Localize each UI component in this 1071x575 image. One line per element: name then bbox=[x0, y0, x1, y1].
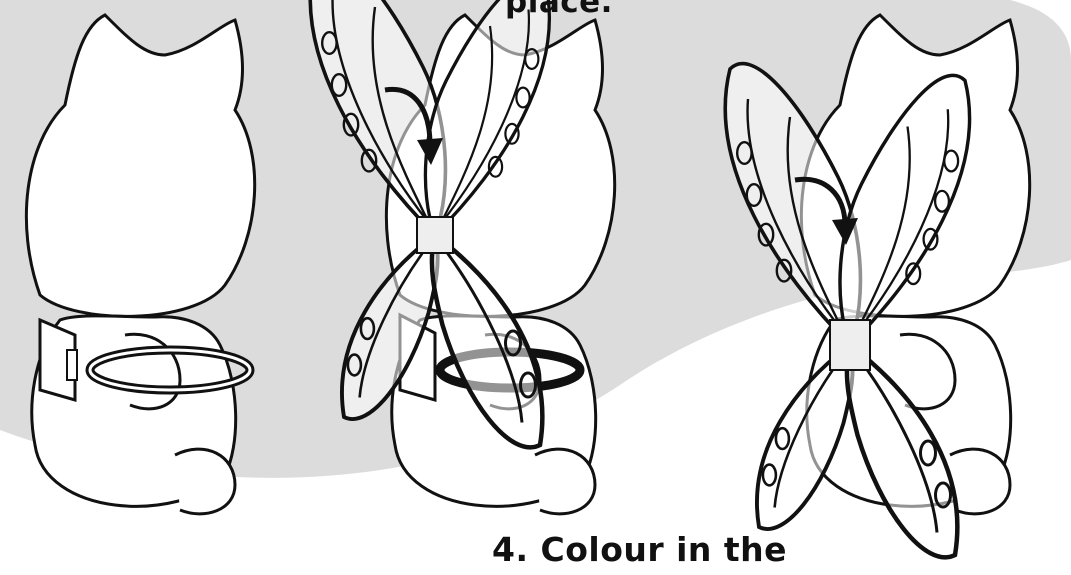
step-text-bottom: 4. Colour in the bbox=[492, 530, 787, 569]
step-text-top: place. bbox=[505, 0, 613, 20]
